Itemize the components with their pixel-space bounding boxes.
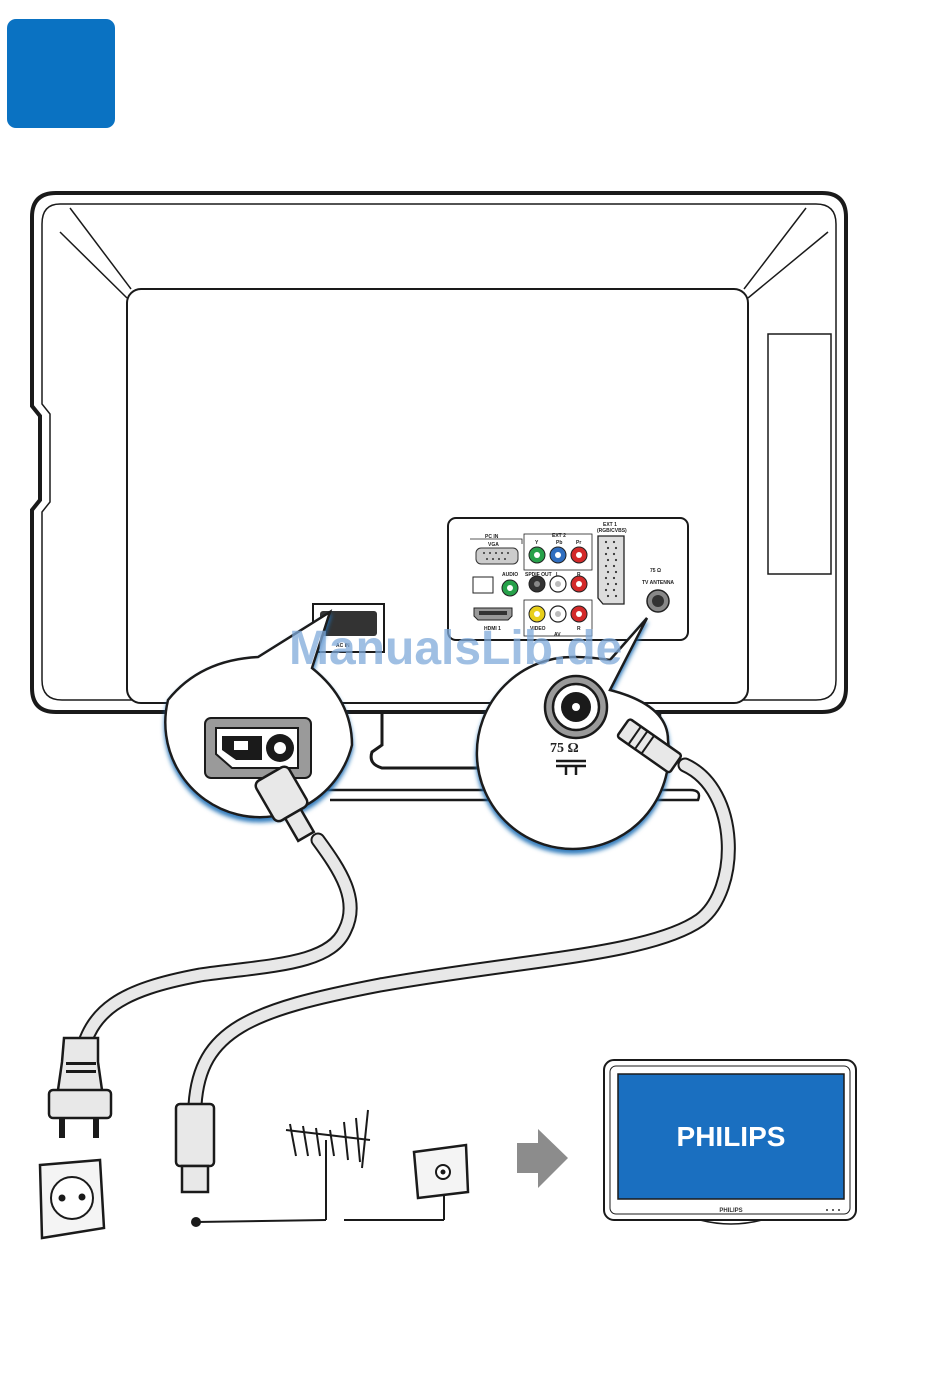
scart-pin [613, 553, 615, 555]
rgb-cvbs-label: (RGB/CVBS) [597, 528, 627, 534]
scart-pin [605, 577, 607, 579]
vga-port [476, 548, 518, 564]
antenna-socket-icon [545, 676, 607, 738]
scart-pin [615, 571, 617, 573]
ohm-callout-label: 75 Ω [550, 741, 579, 756]
scart-pin [615, 547, 617, 549]
wire-terminal [191, 1217, 201, 1227]
screen-brand: PHILIPS [677, 1121, 786, 1152]
scart-pin [607, 583, 609, 585]
antenna-wiring [196, 1196, 444, 1222]
wall-antenna-socket-icon [414, 1145, 468, 1198]
ohm-small-label: 75 Ω [650, 568, 661, 574]
mains-plug [49, 1038, 111, 1138]
result-monitor: PHILIPS PHILIPS [604, 1060, 856, 1224]
scart-pin [605, 565, 607, 567]
scart-pin [607, 595, 609, 597]
pr-label: Pr [576, 540, 581, 546]
watermark: ManualsLib.de [289, 622, 622, 675]
power-cable [80, 840, 350, 1060]
scart-pin [607, 571, 609, 573]
pc-in-label: PC IN [485, 534, 499, 540]
scart-pin [607, 547, 609, 549]
scart-pin [613, 541, 615, 543]
scart-pin [615, 595, 617, 597]
scart-pin [605, 541, 607, 543]
ext2-label: EXT 2 [552, 533, 566, 539]
scart-pin [613, 589, 615, 591]
wall-outlet-icon [40, 1160, 104, 1238]
arrow-right-icon [517, 1129, 568, 1188]
bezel-brand: PHILIPS [719, 1208, 742, 1214]
power-socket-icon [205, 718, 311, 778]
rooftop-antenna-icon [286, 1110, 370, 1220]
tv-antenna-label: TV ANTENNA [642, 580, 674, 586]
scart-port [598, 536, 624, 604]
scart-pin [615, 583, 617, 585]
audio-in-label: AUDIO [502, 572, 518, 578]
scart-pin [615, 559, 617, 561]
scart-pin [605, 553, 607, 555]
coax-plug [176, 1104, 214, 1192]
pb-label: Pb [556, 540, 562, 546]
scart-pin [613, 565, 615, 567]
scart-pin [613, 577, 615, 579]
vga-label: VGA [488, 542, 499, 548]
scart-pin [607, 559, 609, 561]
scart-pin [605, 589, 607, 591]
service-port [473, 577, 493, 593]
